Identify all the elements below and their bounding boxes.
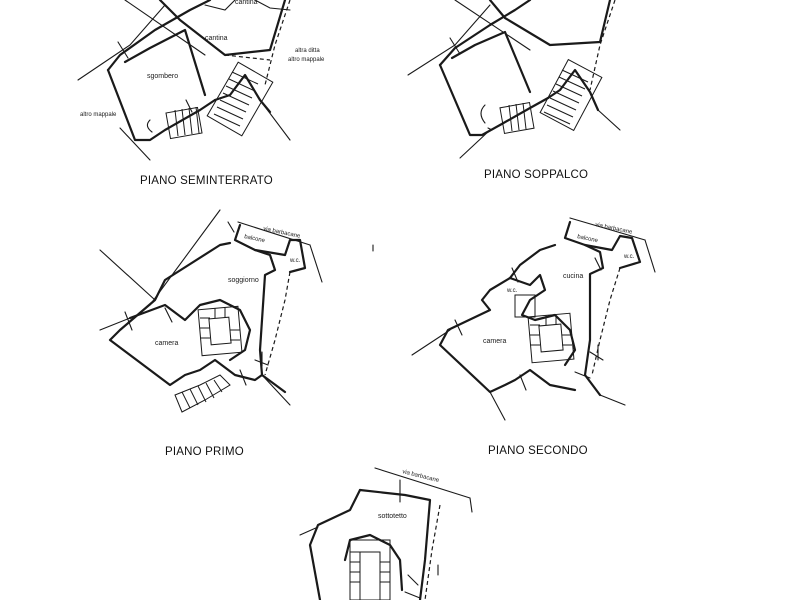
title-piano-primo: PIANO PRIMO xyxy=(165,446,244,458)
stair-primo-b xyxy=(174,374,231,413)
street-via-barbacane-secondo: via barbacane xyxy=(595,222,634,236)
stair-secondo-a xyxy=(527,312,575,364)
plan-primo: via barbacane balcone w.c. soggiorno cam… xyxy=(99,209,323,458)
room-camera-primo: camera xyxy=(155,340,178,347)
label-altro-mappale-left: altro mappale xyxy=(80,112,117,118)
room-wc-primo: w.c. xyxy=(289,258,301,264)
plan-sottotetto: via barbacane sottotetto xyxy=(299,467,473,600)
room-balcone-primo: balcone xyxy=(244,234,266,244)
title-piano-secondo: PIANO SECONDO xyxy=(488,445,588,457)
room-cucina: cucina xyxy=(563,273,583,280)
stair-soppalco-a xyxy=(539,58,603,132)
plan-soppalco: PIANO SOPPALCO xyxy=(407,0,621,181)
room-sottotetto: sottotetto xyxy=(378,513,407,520)
room-balcone-secondo: balcone xyxy=(577,234,599,244)
label-altro-mappale-right: altro mappale xyxy=(288,57,325,63)
title-piano-soppalco: PIANO SOPPALCO xyxy=(484,169,588,181)
room-soggiorno: soggiorno xyxy=(228,277,259,284)
plan-secondo: via barbacane balcone w.c. cucina w.c. c… xyxy=(411,217,656,457)
room-cantina: cantina xyxy=(205,35,228,42)
room-sgombero: sgombero xyxy=(147,73,178,80)
title-piano-seminterrato: PIANO SEMINTERRATO xyxy=(140,175,273,187)
street-via-barbacane-primo: via barbacane xyxy=(263,226,302,240)
stair-seminterrato-a xyxy=(206,61,274,137)
room-cantina-top: cantina xyxy=(235,0,258,6)
stair-seminterrato-b xyxy=(165,106,203,140)
label-altra-ditta: altra ditta xyxy=(295,48,320,54)
plan-seminterrato: cantina cantina sgombero altra ditta alt… xyxy=(77,0,325,187)
stair-sottotetto xyxy=(349,539,391,600)
stair-soppalco-b xyxy=(499,102,535,134)
wc-fixture-secondo xyxy=(514,294,536,318)
room-camera-secondo: camera xyxy=(483,338,506,345)
room-wc-top-secondo: w.c. xyxy=(623,254,635,260)
stair-primo-a xyxy=(197,305,243,357)
room-wc-secondo: w.c. xyxy=(506,288,518,294)
